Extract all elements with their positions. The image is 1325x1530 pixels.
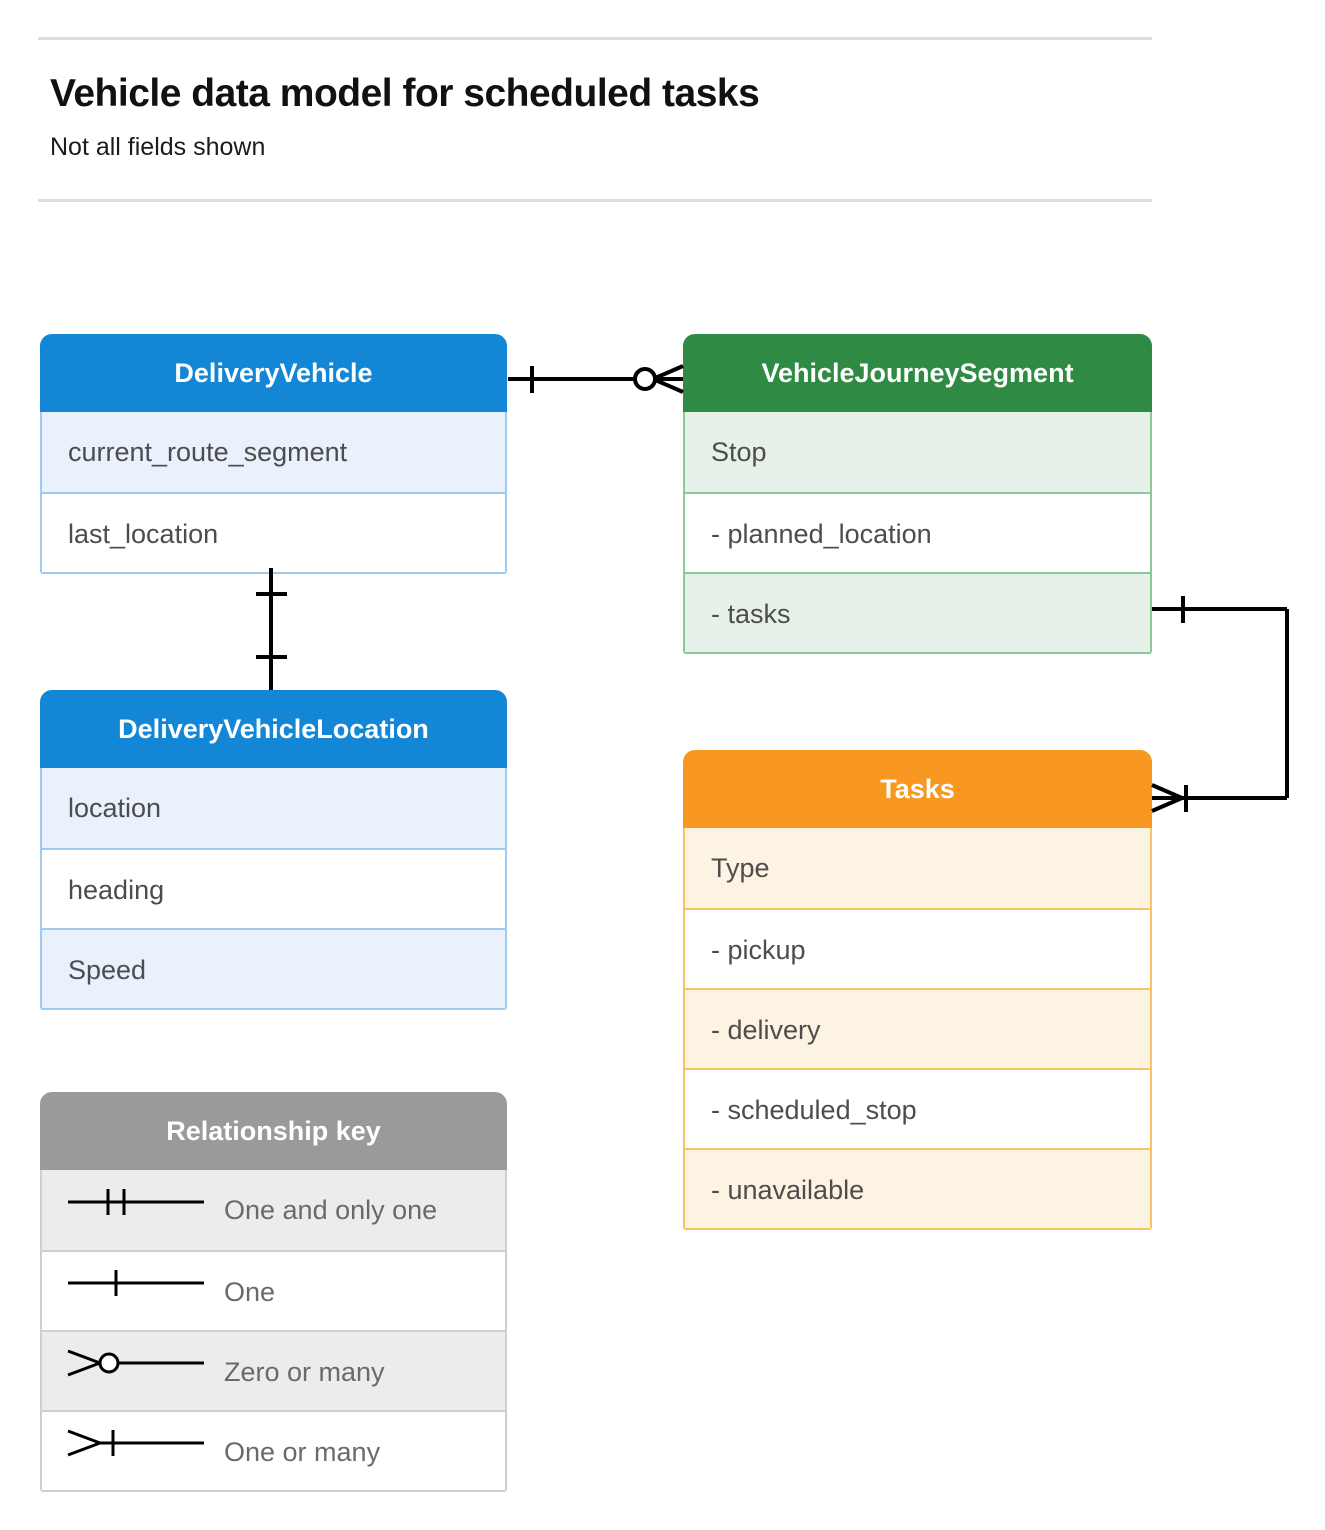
one-and-only-one-icon	[66, 1170, 206, 1250]
entity-tasks[interactable]: Tasks Type - pickup - delivery - schedul…	[683, 750, 1152, 1230]
field-row: - planned_location	[685, 492, 1150, 572]
legend-item-label: One or many	[224, 1437, 381, 1467]
legend-item-label: One	[224, 1277, 276, 1307]
connector-segment-tasks-to-tasks	[1151, 596, 1289, 813]
legend-item-zero-or-many: Zero or many	[42, 1330, 505, 1410]
field-row: current_route_segment	[42, 412, 505, 492]
field-row: Speed	[42, 928, 505, 1008]
entity-fields-delivery-vehicle: current_route_segment last_location	[40, 412, 507, 574]
entity-vehicle-journey-segment[interactable]: VehicleJourneySegment Stop - planned_loc…	[683, 334, 1152, 654]
entity-delivery-vehicle[interactable]: DeliveryVehicle current_route_segment la…	[40, 334, 507, 574]
entity-title-delivery-vehicle-location: DeliveryVehicleLocation	[40, 690, 507, 768]
entity-title-tasks: Tasks	[683, 750, 1152, 828]
legend-item-one-and-only-one: One and only one	[42, 1170, 505, 1250]
connector-vehicle-to-segment	[508, 364, 684, 394]
legend-item-label: Zero or many	[224, 1357, 385, 1387]
entity-fields-tasks: Type - pickup - delivery - scheduled_sto…	[683, 828, 1152, 1230]
legend-item-one-or-many: One or many	[42, 1410, 505, 1490]
legend-item-label: One and only one	[224, 1195, 438, 1225]
entity-delivery-vehicle-location[interactable]: DeliveryVehicleLocation location heading…	[40, 690, 507, 1010]
field-row: - scheduled_stop	[685, 1068, 1150, 1148]
field-row: location	[42, 768, 505, 848]
field-row: Stop	[685, 412, 1150, 492]
field-row: last_location	[42, 492, 505, 572]
field-row: Type	[685, 828, 1150, 908]
field-row: - delivery	[685, 988, 1150, 1068]
field-row: - tasks	[685, 572, 1150, 652]
entity-title-vehicle-journey-segment: VehicleJourneySegment	[683, 334, 1152, 412]
legend-rows: One and only one One	[40, 1170, 507, 1492]
entity-fields-delivery-vehicle-location: location heading Speed	[40, 768, 507, 1010]
legend-item-one: One	[42, 1250, 505, 1330]
legend-relationship-key: Relationship key One and only one	[40, 1092, 507, 1492]
one-or-many-icon	[66, 1412, 206, 1490]
legend-title: Relationship key	[40, 1092, 507, 1170]
top-divider	[38, 37, 1152, 40]
field-row: heading	[42, 848, 505, 928]
zero-or-many-icon	[66, 1332, 206, 1410]
entity-fields-vehicle-journey-segment: Stop - planned_location - tasks	[683, 412, 1152, 654]
page-title: Vehicle data model for scheduled tasks	[50, 72, 760, 115]
page-subtitle: Not all fields shown	[50, 133, 266, 161]
one-icon	[66, 1252, 206, 1330]
field-row: - pickup	[685, 908, 1150, 988]
field-row: - unavailable	[685, 1148, 1150, 1228]
bottom-divider	[38, 199, 1152, 202]
connector-vehicle-to-location	[256, 568, 287, 690]
entity-title-delivery-vehicle: DeliveryVehicle	[40, 334, 507, 412]
